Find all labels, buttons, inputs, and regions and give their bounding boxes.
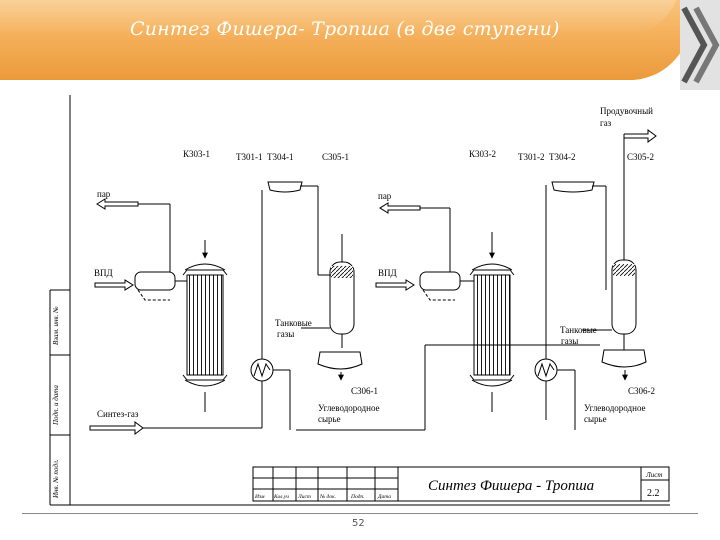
label-vpd-2: ВПД (378, 268, 397, 278)
margin-label-orig: Инв. № подл. (52, 459, 60, 499)
chevron-right-icon (681, 6, 720, 84)
label-tail-gas-1b: газы (277, 329, 294, 339)
banner-highlight (0, 0, 680, 35)
label-steam-1: пар (97, 189, 111, 199)
chevron-decoration (680, 0, 720, 90)
title-block-text: Синтез Фишера - Тропша Лист 2.2 Изм Кол.… (254, 471, 662, 500)
stamp-sheet-number: 2.2 (647, 488, 660, 499)
drawing-frame (49, 95, 670, 506)
label-vpd-1: ВПД (94, 268, 113, 278)
label-syngas: Синтез-газ (97, 409, 139, 419)
reactor-k303-1 (186, 274, 224, 376)
side-margin-labels: Взам. инв. № Подп. и дата Инв. № подл. (52, 306, 60, 499)
label-drum-1: С306-1 (351, 386, 378, 396)
title-block (252, 466, 670, 502)
footer-divider (22, 513, 698, 514)
label-reactor-2: К303-2 (469, 149, 496, 159)
label-tail-gas-2b: газы (561, 336, 578, 346)
reactor-k303-2 (473, 274, 511, 376)
title-banner: Синтез Фишера- Тропша (в две ступени) (0, 0, 720, 90)
label-hc-2b: сырье (584, 414, 607, 424)
stage-2-equipment (296, 129, 657, 431)
label-exchangers-1: Т301-1 Т304-1 (236, 152, 294, 162)
stamp-col-list: Лист (297, 494, 311, 500)
label-tail-gas-2a: Танковые (560, 325, 597, 335)
margin-label-sign: Подп. и дата (52, 385, 60, 426)
label-reactor-1: К303-1 (183, 149, 210, 159)
label-separator-1: С305-1 (322, 152, 349, 162)
label-purge-a: Продувочный (600, 106, 653, 116)
drum-c306-2 (601, 349, 647, 368)
label-hc-1b: сырье (318, 414, 341, 424)
label-hc-1a: Углеводородное (318, 403, 380, 413)
stamp-col-sign: Подп. (350, 493, 365, 500)
stage-1-labels: К303-1 Т301-1 Т304-1 С305-1 С306-1 пар В… (94, 149, 380, 424)
stamp-col-date: Дата (377, 494, 391, 500)
stamp-col-doc: № док. (319, 493, 336, 500)
margin-label-inv: Взам. инв. № (52, 306, 60, 345)
stamp-col-kol: Кол.уч (273, 494, 289, 500)
page-number: 52 (352, 518, 365, 529)
label-drum-2: С306-2 (628, 386, 655, 396)
slide-title: Синтез Фишера- Тропша (в две ступени) (130, 18, 560, 40)
stamp-col-izm: Изм (254, 494, 265, 500)
label-tail-gas-1a: Танковые (275, 318, 312, 328)
stamp-sheet-label: Лист (645, 471, 662, 479)
label-hc-2a: Углеводородное (584, 403, 646, 413)
stage-2-labels: К303-2 Т301-2 Т304-2 С305-2 С306-2 пар В… (378, 106, 655, 424)
banner-background (0, 0, 690, 80)
label-separator-2: С305-2 (627, 152, 654, 162)
drum-c306-1 (317, 351, 363, 370)
stamp-title: Синтез Фишера - Тропша (428, 478, 594, 494)
label-purge-b: газ (600, 118, 612, 128)
label-exchangers-2: Т301-2 Т304-2 (518, 152, 576, 162)
label-steam-2: пар (378, 191, 392, 201)
stage-1-equipment (89, 181, 363, 435)
process-flow-diagram: Взам. инв. № Подп. и дата Инв. № подл. (49, 95, 670, 506)
